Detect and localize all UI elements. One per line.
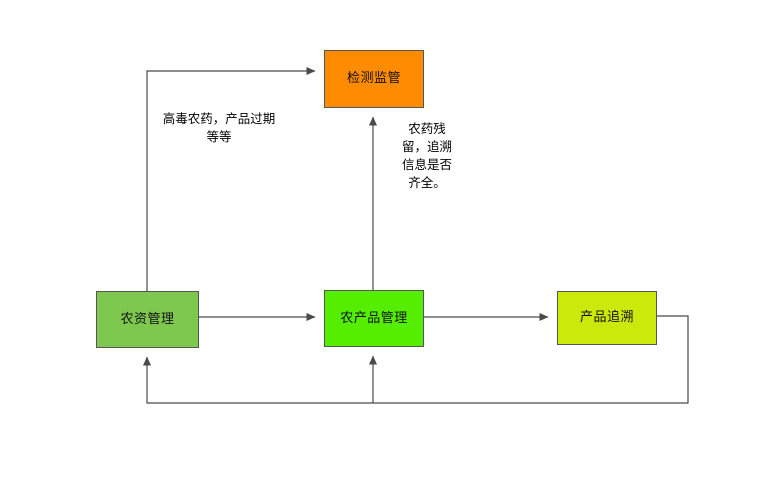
node-produce-label: 农产品管理 (340, 310, 408, 326)
node-monitor-label: 检测监管 (346, 71, 401, 87)
node-agri-input[interactable]: 农资管理 (96, 291, 199, 348)
edge-label-agri-input-to-monitor: 高毒农药，产品过期等等 (162, 111, 276, 145)
node-produce[interactable]: 农产品管理 (324, 290, 424, 347)
node-agri-input-label: 农资管理 (120, 311, 175, 327)
edge-label-produce-to-monitor: 农药残留，追溯信息是否齐全。 (401, 121, 452, 191)
edge-agri-input-to-monitor (146, 67, 316, 291)
edge-trace-to-produce (369, 315, 689, 404)
node-monitor[interactable]: 检测监管 (324, 50, 424, 108)
node-trace[interactable]: 产品追溯 (557, 291, 657, 345)
edge-trace-to-agri-input (143, 356, 373, 404)
node-trace-label: 产品追溯 (579, 310, 634, 326)
